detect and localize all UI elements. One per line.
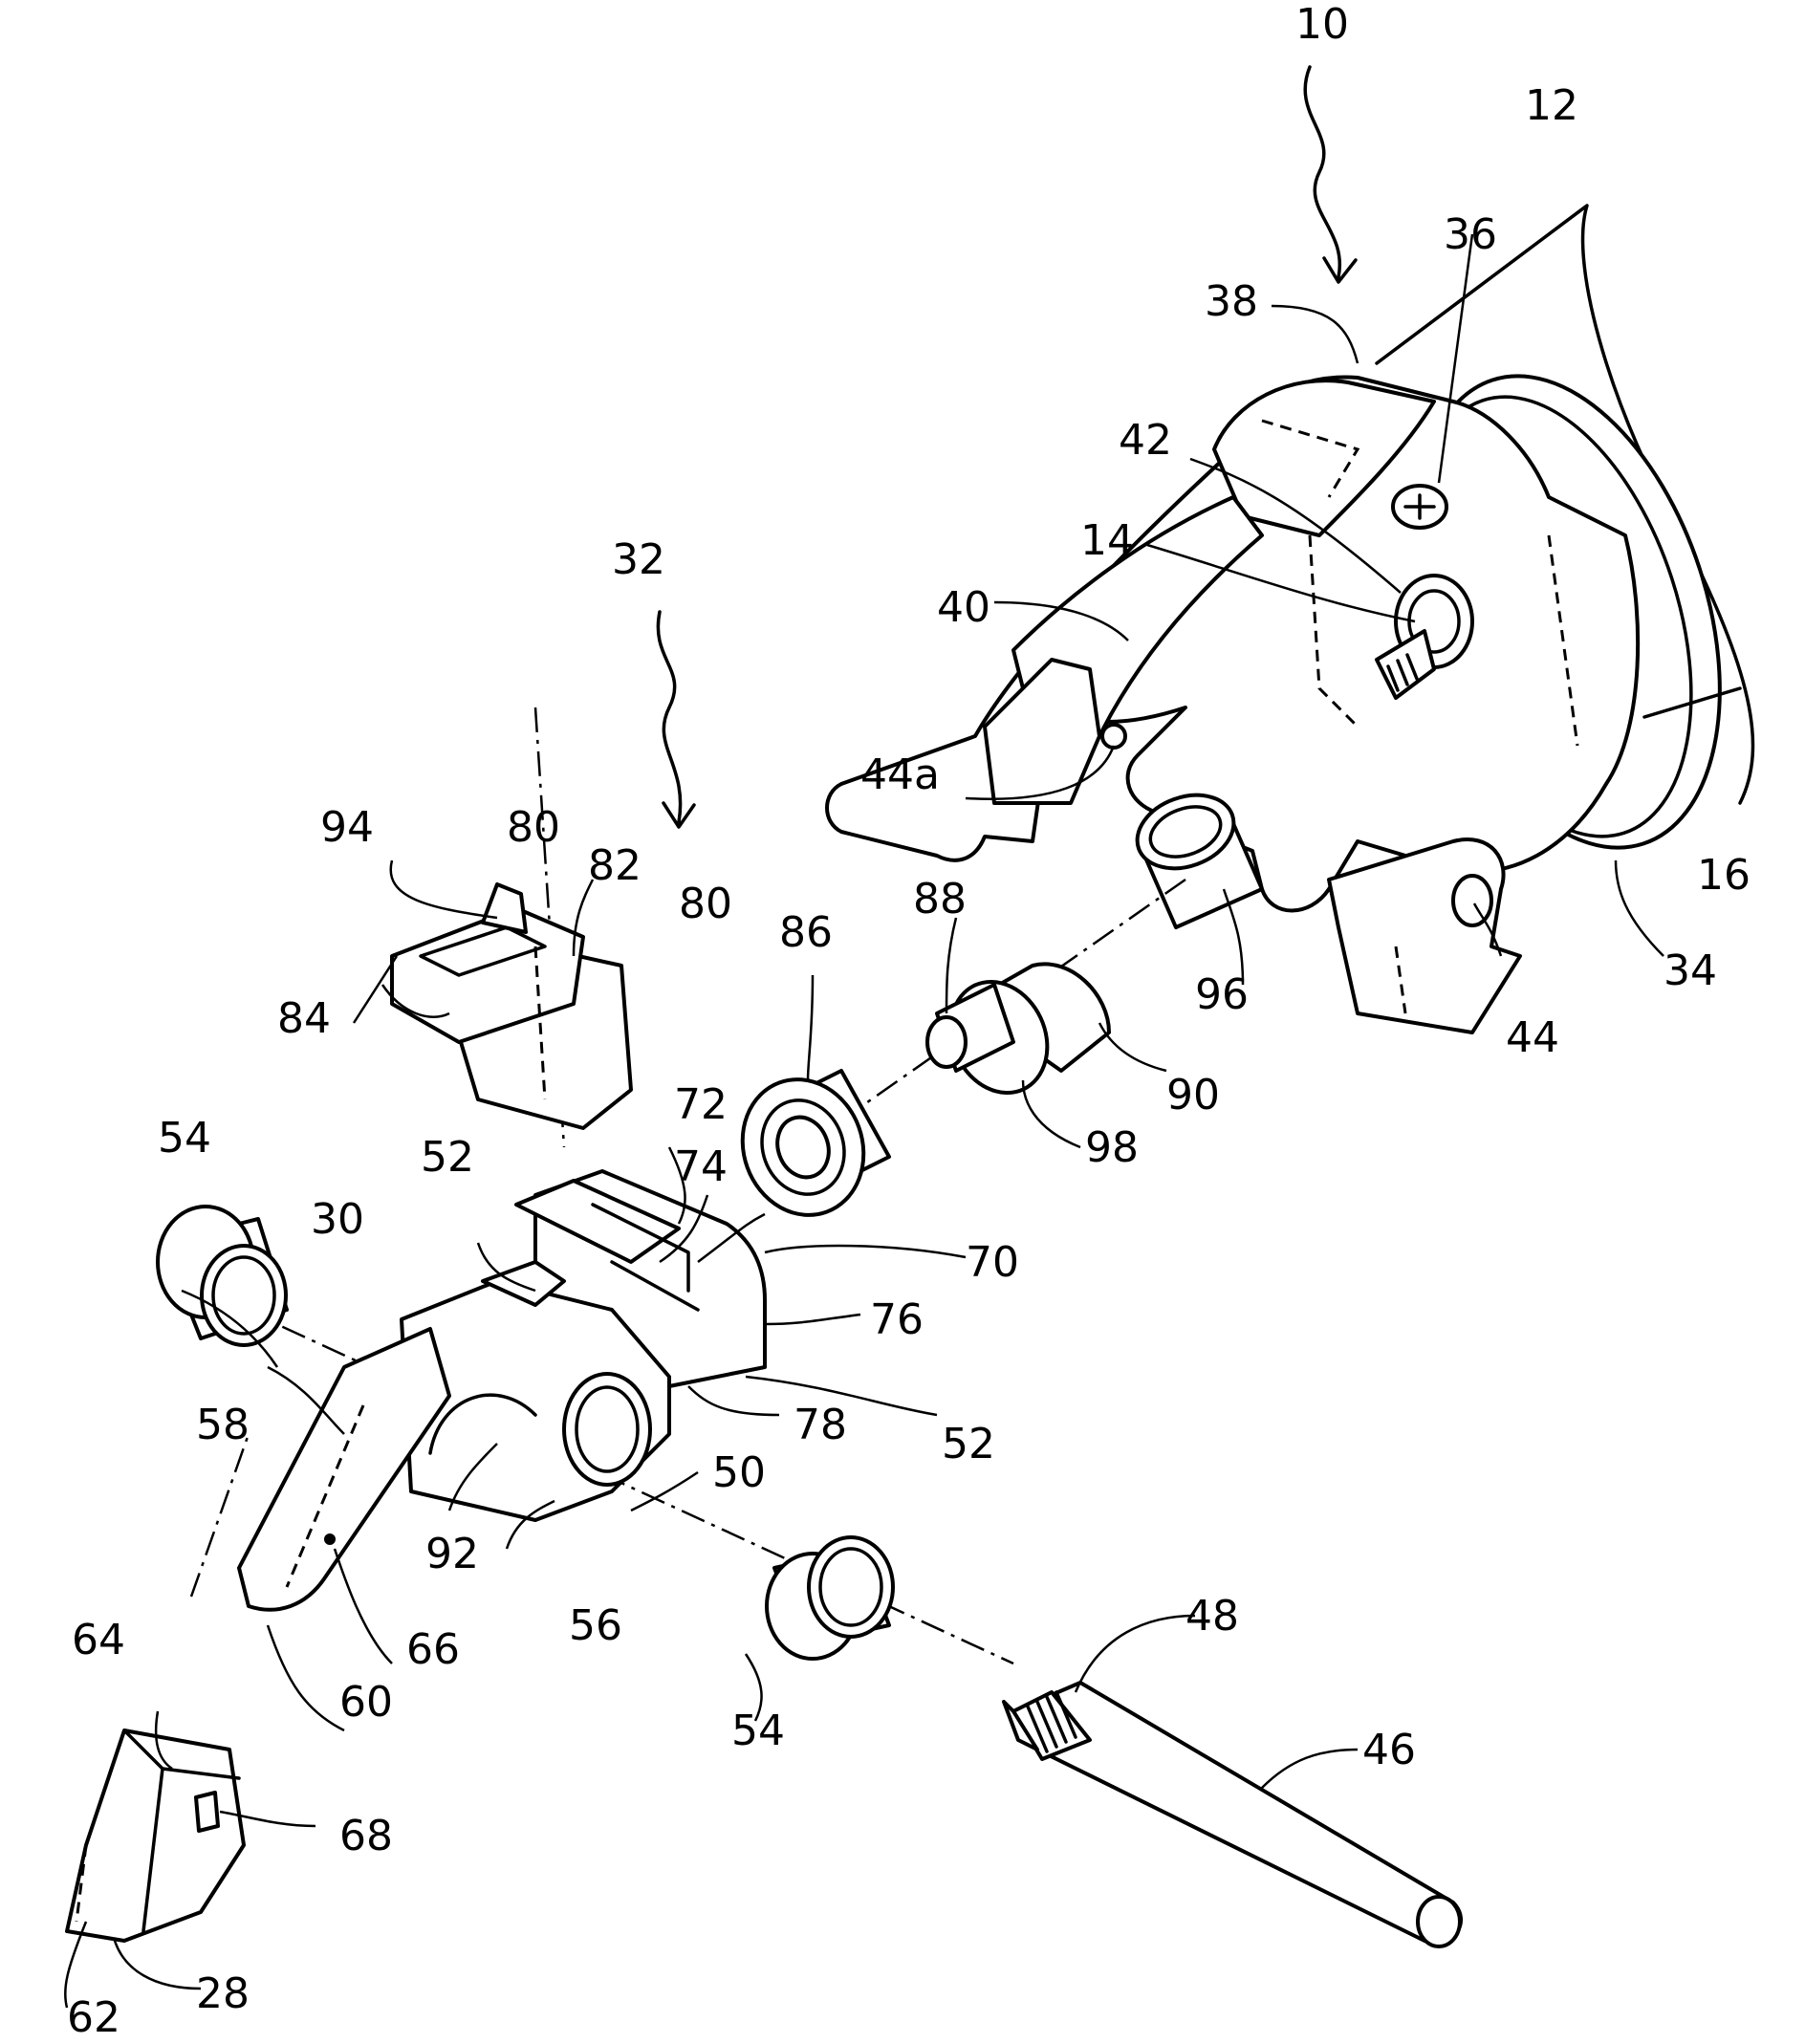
pivot-hole-44 [1453, 876, 1491, 925]
callout-30: 30 [311, 1195, 364, 1244]
callout-98: 98 [1085, 1123, 1139, 1172]
callout-10: 10 [1295, 0, 1349, 49]
callout-96: 96 [1195, 970, 1249, 1019]
callout-72: 72 [674, 1080, 728, 1129]
callout-76: 76 [870, 1295, 924, 1344]
callout-14: 14 [1080, 516, 1134, 565]
callout-68: 68 [339, 1812, 393, 1860]
right-ear-block [1329, 839, 1520, 1033]
callout-70: 70 [966, 1238, 1019, 1287]
callout-34: 34 [1664, 946, 1717, 995]
callout-42: 42 [1119, 416, 1172, 465]
bushing-90 [927, 964, 1109, 1108]
callout-94: 94 [320, 803, 374, 852]
callout-12: 12 [1525, 81, 1578, 130]
callout-40: 40 [937, 583, 990, 632]
callout-38: 38 [1205, 277, 1258, 326]
callout-74: 74 [674, 1142, 728, 1191]
callout-90: 90 [1166, 1071, 1220, 1120]
callout-62: 62 [67, 1993, 120, 2042]
sleeve-54-lower [767, 1537, 893, 1659]
tip-28 [67, 1730, 244, 1941]
callout-52-lower: 52 [942, 1420, 995, 1468]
callout-80-upper: 80 [507, 803, 560, 852]
callout-92: 92 [425, 1530, 479, 1578]
callout-48: 48 [1185, 1592, 1239, 1641]
callout-54-lower: 54 [731, 1707, 785, 1755]
callout-54-upper: 54 [158, 1114, 211, 1163]
callout-labels: 10 12 14 16 28 30 32 34 36 38 40 42 44 4… [67, 0, 1751, 2042]
callout-86: 86 [779, 908, 833, 957]
callout-32: 32 [612, 535, 665, 584]
callout-52-upper: 52 [421, 1133, 474, 1182]
callout-82: 82 [588, 841, 642, 890]
sleeve-54-upper [158, 1207, 287, 1345]
arrow-32 [658, 612, 680, 822]
callout-44a: 44a [860, 750, 940, 799]
pin-46 [1004, 1683, 1461, 1946]
callout-50: 50 [712, 1448, 766, 1497]
callout-78: 78 [794, 1401, 847, 1449]
lock-block [392, 884, 631, 1128]
callout-88: 88 [913, 875, 967, 924]
hole-66 [325, 1534, 335, 1544]
callout-84: 84 [277, 994, 331, 1043]
slot-68 [196, 1793, 218, 1831]
callout-66: 66 [406, 1625, 460, 1674]
callout-60: 60 [339, 1678, 393, 1727]
callout-16: 16 [1697, 851, 1751, 900]
callout-44: 44 [1506, 1013, 1559, 1062]
callout-58: 58 [196, 1401, 250, 1449]
bearing-86 [724, 1062, 889, 1232]
arrow-10 [1305, 67, 1339, 277]
callout-80-right: 80 [679, 880, 732, 928]
pivot-hole-44a [1102, 725, 1125, 748]
callout-46: 46 [1362, 1726, 1416, 1774]
callout-64: 64 [72, 1616, 125, 1664]
callout-36: 36 [1444, 210, 1497, 259]
callout-56: 56 [569, 1601, 622, 1650]
callout-28: 28 [196, 1969, 250, 2018]
